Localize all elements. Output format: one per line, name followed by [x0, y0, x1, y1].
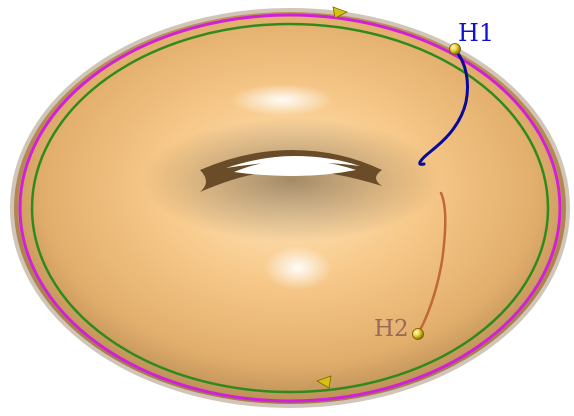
torus-hole-opening-lower — [234, 160, 356, 176]
upper-highlight — [230, 84, 334, 116]
h1-point-marker — [449, 43, 461, 55]
orbit-direction-arrow-top — [332, 6, 349, 19]
orbit-direction-arrow-bottom — [316, 375, 332, 389]
hole-shading — [142, 118, 442, 242]
h2-point-marker — [412, 328, 424, 340]
green-orbit-curve — [30, 22, 550, 394]
outer-magenta-curve — [18, 13, 562, 403]
h1-curve — [418, 48, 470, 166]
lower-highlight — [264, 246, 332, 290]
h2-label: H2 — [374, 316, 409, 342]
h1-label: H1 — [458, 19, 494, 47]
torus-rim-shadow — [10, 8, 570, 408]
